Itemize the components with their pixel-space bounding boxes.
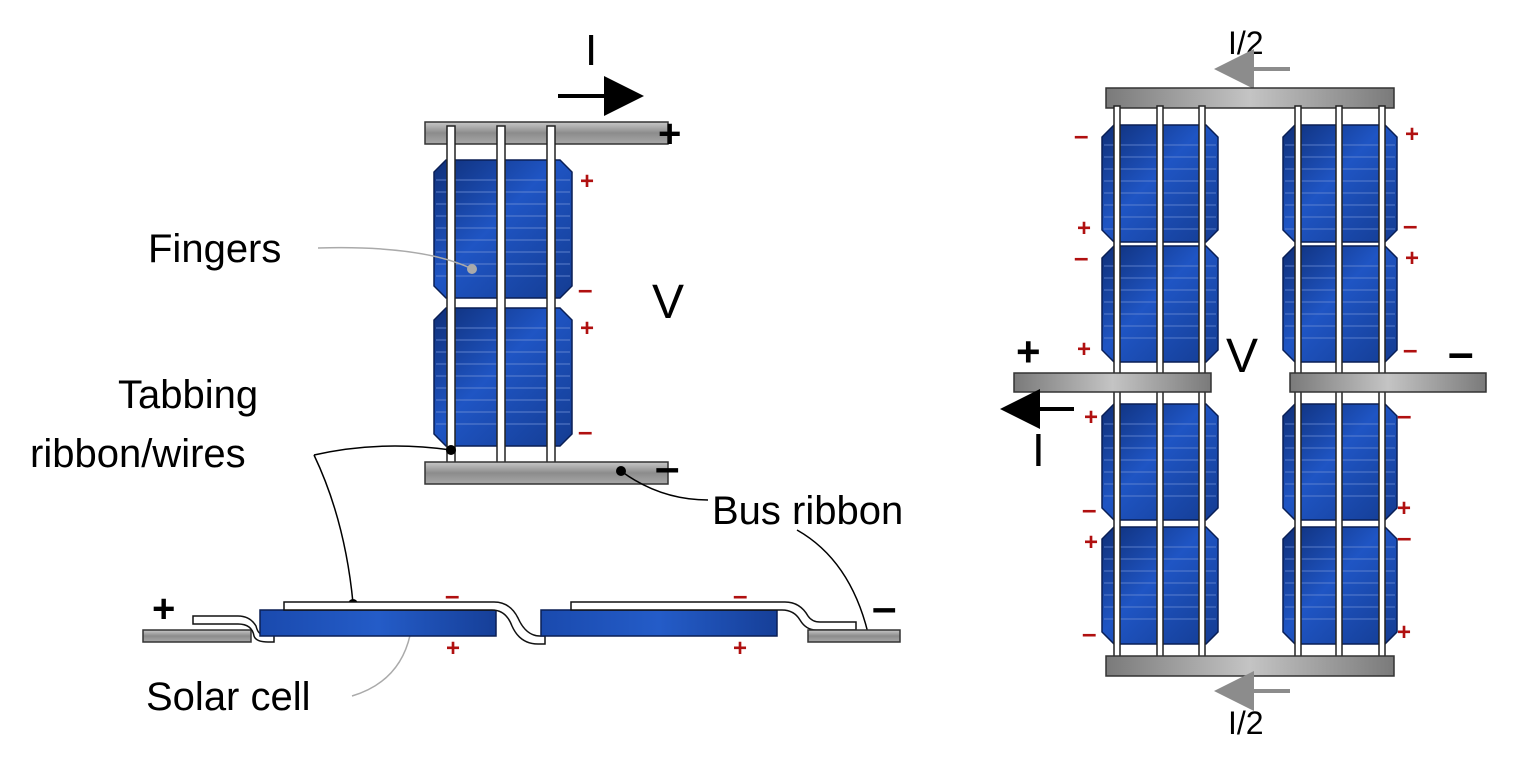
parallel-current-label: I <box>1032 424 1045 476</box>
parallel-middle-bus-right <box>1289 372 1487 393</box>
fingers-label: Fingers <box>148 227 281 271</box>
parallel-half-current-bottom: I/2 <box>1228 705 1264 741</box>
side-left-bus <box>142 629 252 643</box>
tabbing-leader-top <box>313 445 452 456</box>
svg-text:–: – <box>1082 494 1096 524</box>
svg-text:+: + <box>1405 245 1419 272</box>
series-cell-1-minus: – <box>578 274 592 304</box>
parallel-polarity-left: – + – + + – + – <box>1074 120 1098 648</box>
side-cell-1 <box>259 609 497 637</box>
tabbing-label-line2: ribbon/wires <box>30 432 246 476</box>
svg-text:+: + <box>1405 121 1419 148</box>
series-cell-1-plus: + <box>580 168 594 195</box>
side-cell-2-top: – <box>733 580 747 610</box>
bus-ribbon-label: Bus ribbon <box>712 489 903 533</box>
svg-text:+: + <box>1077 215 1091 242</box>
bus-leader-top <box>620 470 709 501</box>
side-cell-2-bottom: + <box>733 635 747 662</box>
parallel-string: I/2 <box>1000 25 1487 741</box>
fingers-leader-line <box>317 246 471 269</box>
side-plus-terminal: + <box>152 587 175 631</box>
svg-text:–: – <box>1397 522 1411 552</box>
series-minus-terminal: – <box>655 443 679 492</box>
side-minus-terminal: – <box>872 583 896 632</box>
svg-text:+: + <box>1084 404 1098 431</box>
series-cell-2-minus: – <box>578 416 592 446</box>
series-bottom-bus-ribbon <box>424 461 669 485</box>
tabbing-label-line1: Tabbing <box>118 373 258 417</box>
parallel-top-bus <box>1105 87 1395 109</box>
solar-cell-label: Solar cell <box>146 675 311 719</box>
side-cell-1-bottom: + <box>446 635 460 662</box>
svg-text:–: – <box>1403 334 1417 364</box>
parallel-middle-bus-left <box>1013 372 1212 393</box>
side-view: + – – + – + <box>142 580 901 662</box>
parallel-voltage-label: V <box>1226 330 1258 383</box>
fingers-leader-dot <box>467 264 477 274</box>
series-plus-terminal: + <box>658 112 681 156</box>
side-cell-2 <box>540 609 778 637</box>
svg-text:+: + <box>1397 495 1411 522</box>
svg-text:–: – <box>1397 400 1411 430</box>
parallel-minus-terminal: – <box>1448 326 1474 378</box>
svg-text:–: – <box>1403 210 1417 240</box>
parallel-polarity-right: + – + – – + – + <box>1397 121 1419 646</box>
series-current-label: I <box>585 26 597 75</box>
side-cell-1-top: – <box>445 580 459 610</box>
series-string: I + + – + – <box>424 26 684 492</box>
svg-text:+: + <box>1084 529 1098 556</box>
series-cell-2-plus: + <box>580 315 594 342</box>
svg-text:–: – <box>1074 120 1088 150</box>
bus-leader-dot-top <box>616 466 626 476</box>
annotation-labels: Fingers Tabbing ribbon/wires Bus ribbon … <box>30 227 903 719</box>
parallel-bottom-bus <box>1105 655 1395 677</box>
tabbing-leader-dot-top <box>446 445 456 455</box>
svg-text:+: + <box>1077 336 1091 363</box>
parallel-half-current-top: I/2 <box>1228 25 1264 61</box>
svg-text:+: + <box>1397 619 1411 646</box>
svg-text:–: – <box>1082 618 1096 648</box>
side-ribbon-middle <box>283 601 546 645</box>
side-right-bus <box>807 629 901 643</box>
bus-leader-bottom <box>796 529 869 634</box>
tabbing-leader-bottom <box>313 454 354 604</box>
parallel-plus-terminal: + <box>1016 328 1041 375</box>
svg-text:–: – <box>1074 242 1088 272</box>
series-voltage-label: V <box>652 276 684 329</box>
